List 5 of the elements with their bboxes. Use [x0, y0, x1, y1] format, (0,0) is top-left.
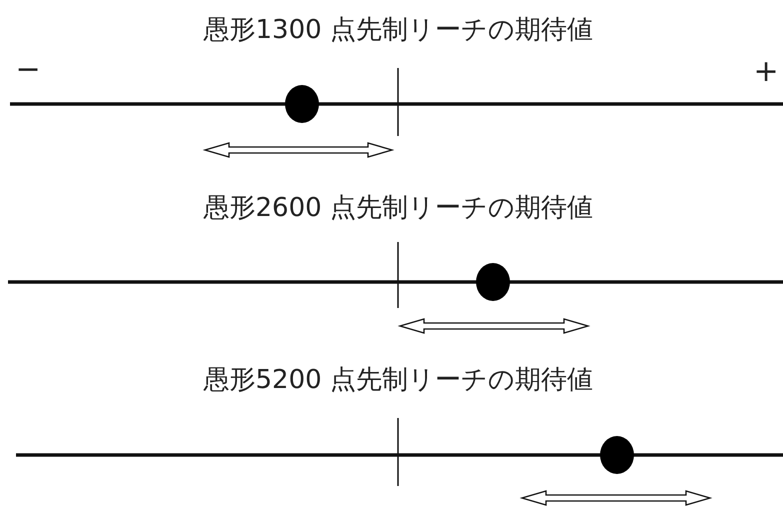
minus-sign: − [16, 55, 41, 85]
heading: 愚形2600 点先制リーチの期待値 [204, 193, 593, 223]
plus-sign: + [754, 57, 779, 87]
heading: 愚形5200 点先制リーチの期待値 [204, 365, 593, 395]
heading: 愚形1300 点先制リーチの期待値 [204, 15, 593, 45]
